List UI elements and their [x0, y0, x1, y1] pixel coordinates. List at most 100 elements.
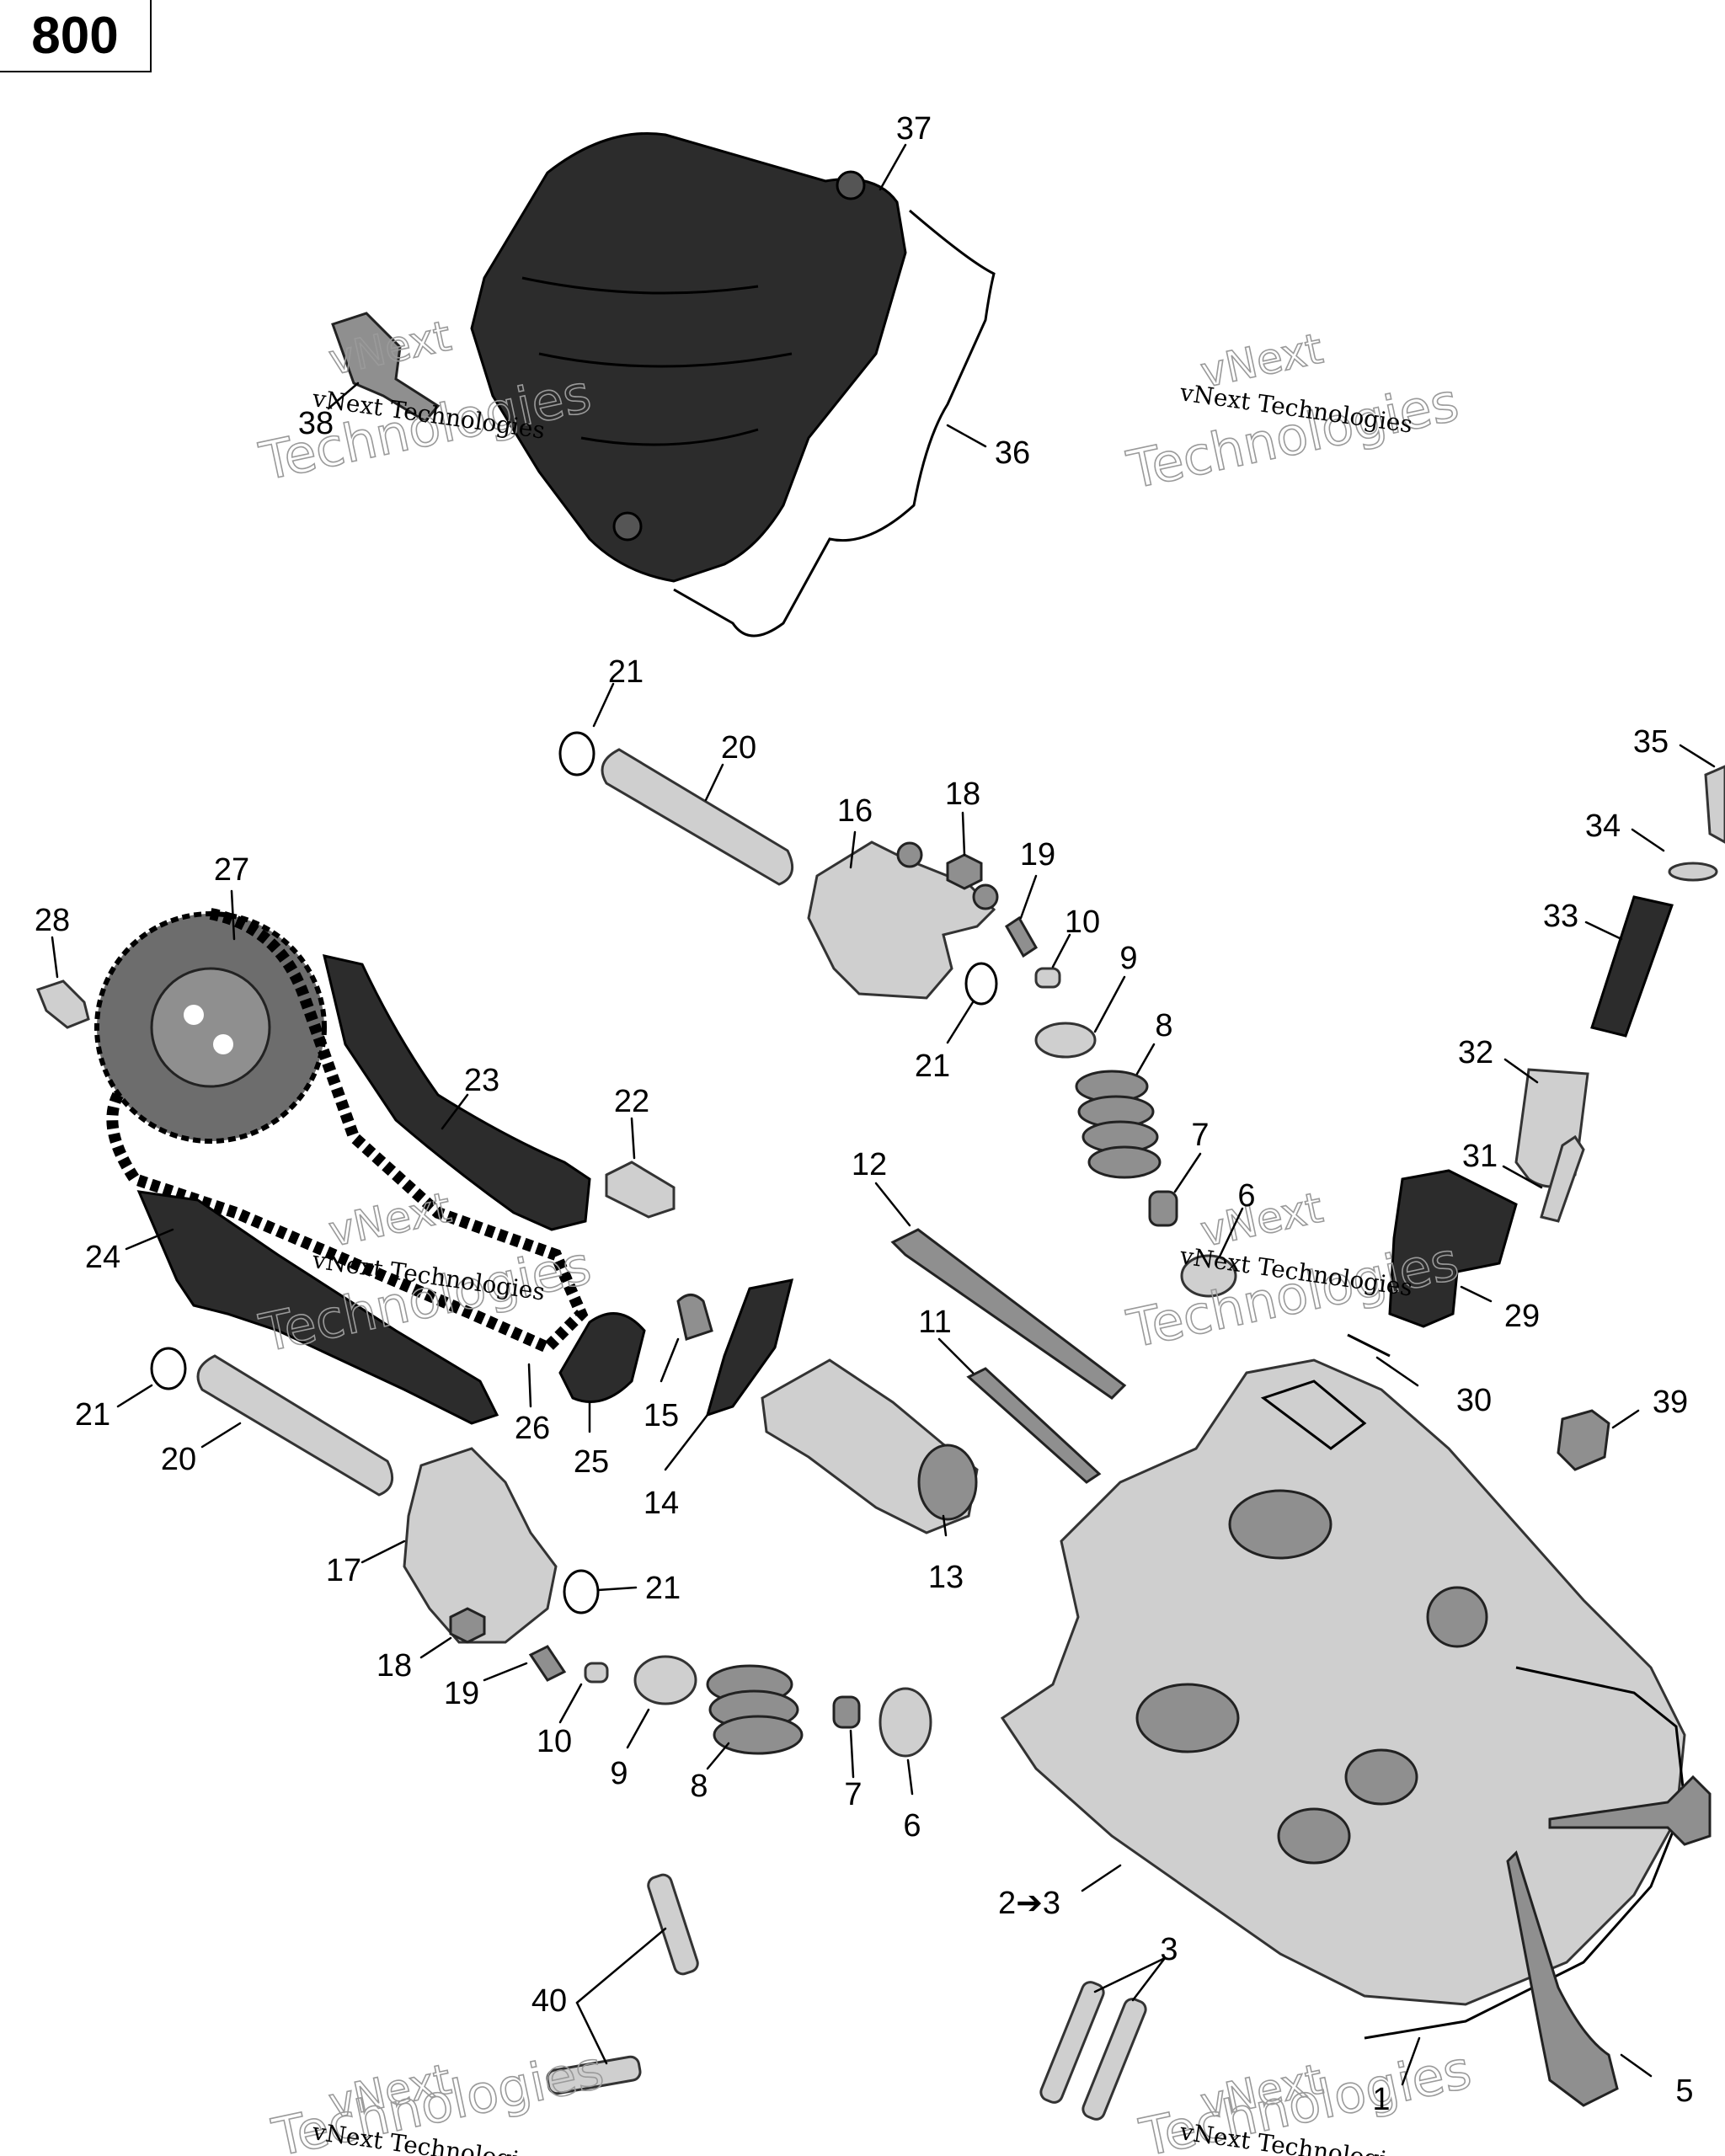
callout-16: 16	[837, 793, 873, 869]
callout-20a: 20	[704, 730, 756, 802]
svg-text:11: 11	[918, 1305, 951, 1340]
watermark-top-right: vNext Technologies vNext Technologies	[1121, 323, 1464, 502]
svg-text:24: 24	[85, 1240, 120, 1275]
o-ring-part	[563, 1569, 600, 1614]
rocker-shaft-part	[196, 1354, 394, 1497]
svg-text:17: 17	[326, 1553, 361, 1588]
svg-text:20: 20	[161, 1442, 196, 1477]
callout-17: 17	[326, 1540, 406, 1588]
svg-text:19: 19	[444, 1676, 479, 1711]
callout-13: 13	[928, 1514, 964, 1595]
callout-26: 26	[515, 1363, 550, 1446]
svg-text:5: 5	[1675, 2073, 1693, 2109]
plug-washer-part	[1668, 862, 1718, 882]
svg-text:19: 19	[1020, 837, 1055, 873]
svg-text:vNext: vNext	[1196, 1183, 1327, 1257]
svg-text:21: 21	[645, 1571, 681, 1606]
washer-part	[879, 1687, 932, 1758]
keeper-part	[1034, 967, 1061, 989]
svg-text:35: 35	[1633, 724, 1669, 760]
valve-seal-part	[832, 1695, 861, 1729]
svg-text:9: 9	[610, 1756, 628, 1791]
spring-retainer-part	[1034, 1022, 1097, 1059]
svg-text:7: 7	[844, 1777, 862, 1812]
sprocket-bolt-part	[36, 979, 90, 1029]
callout-33: 33	[1543, 899, 1623, 941]
nut-part	[946, 853, 983, 890]
intake-valve-part	[1548, 1774, 1712, 1846]
callout-34: 34	[1585, 808, 1665, 852]
svg-text:33: 33	[1543, 899, 1578, 934]
svg-text:16: 16	[837, 793, 873, 829]
svg-text:2➔3: 2➔3	[998, 1886, 1060, 1921]
section-badge: 800	[0, 0, 152, 72]
svg-text:18: 18	[945, 776, 980, 812]
callout-2-3: 2➔3	[998, 1864, 1122, 1921]
tensioner-body-part	[1388, 1169, 1518, 1328]
long-bolt-part	[890, 1228, 1127, 1400]
cylinder-head-part	[1000, 1358, 1686, 2006]
svg-text:vNext: vNext	[324, 1183, 455, 1257]
callout-18a: 18	[945, 776, 980, 857]
nut-part	[449, 1607, 486, 1644]
callout-10a: 10	[1051, 905, 1100, 969]
camshaft-part	[761, 1358, 979, 1534]
exhaust-valve-part	[1506, 1850, 1619, 2107]
tensioner-spring-part	[1590, 895, 1674, 1038]
svg-text:Technologies: Technologies	[1122, 1230, 1464, 1359]
valve-guide-part	[546, 2055, 642, 2095]
svg-text:9: 9	[1119, 941, 1137, 976]
decompressor-plate-part	[705, 1278, 794, 1417]
svg-text:32: 32	[1458, 1035, 1493, 1070]
callout-12: 12	[852, 1147, 911, 1227]
svg-text:27: 27	[214, 852, 249, 888]
callout-6a: 6	[1218, 1178, 1256, 1258]
svg-text:34: 34	[1585, 808, 1621, 844]
callout-9b: 9	[610, 1708, 650, 1791]
callout-21a: 21	[592, 654, 644, 728]
svg-text:21: 21	[75, 1397, 110, 1433]
svg-text:10: 10	[1065, 905, 1100, 940]
tensioner-bolt-part	[1540, 1134, 1585, 1223]
svg-text:18: 18	[377, 1648, 412, 1684]
o-ring-part	[150, 1347, 187, 1390]
svg-text:20: 20	[721, 730, 756, 766]
callout-31: 31	[1462, 1139, 1543, 1189]
svg-text:8: 8	[690, 1769, 708, 1804]
dowel-pin-part	[1039, 1981, 1105, 2104]
callout-9a: 9	[1093, 941, 1138, 1033]
head-plug-part	[1557, 1409, 1610, 1471]
svg-text:39: 39	[1653, 1385, 1688, 1420]
cover-gasket-part	[673, 209, 996, 638]
callout-21c: 21	[75, 1384, 153, 1433]
guide-pin-part	[605, 1161, 676, 1219]
svg-text:10: 10	[537, 1724, 572, 1759]
keeper-part	[584, 1662, 609, 1684]
callout-15: 15	[644, 1337, 680, 1433]
cover-bolt-part	[331, 312, 441, 423]
tensioner-guide-part	[136, 1190, 499, 1425]
svg-text:25: 25	[574, 1444, 609, 1480]
svg-text:6: 6	[1237, 1178, 1255, 1214]
head-gasket-part	[1364, 1666, 1686, 2040]
callout-24: 24	[85, 1228, 174, 1275]
callout-23: 23	[441, 1063, 499, 1130]
callout-27: 27	[214, 852, 249, 941]
callout-20b: 20	[161, 1422, 242, 1477]
dowel-pin-part	[1081, 1998, 1147, 2121]
svg-text:29: 29	[1504, 1299, 1540, 1334]
svg-text:14: 14	[644, 1486, 679, 1521]
callout-1: 1	[1372, 2036, 1421, 2117]
rocker-arm-part	[403, 1447, 558, 1644]
svg-text:13: 13	[928, 1560, 964, 1595]
callout-22: 22	[614, 1084, 649, 1160]
callout-11: 11	[918, 1305, 975, 1374]
svg-text:1: 1	[1372, 2082, 1390, 2117]
svg-text:37: 37	[896, 111, 932, 147]
spring-retainer-part	[633, 1655, 697, 1705]
callout-32: 32	[1458, 1035, 1539, 1084]
watermark-bottom-left: vNext Technologies vNext Technologies	[266, 2038, 609, 2156]
svg-text:28: 28	[35, 903, 70, 938]
